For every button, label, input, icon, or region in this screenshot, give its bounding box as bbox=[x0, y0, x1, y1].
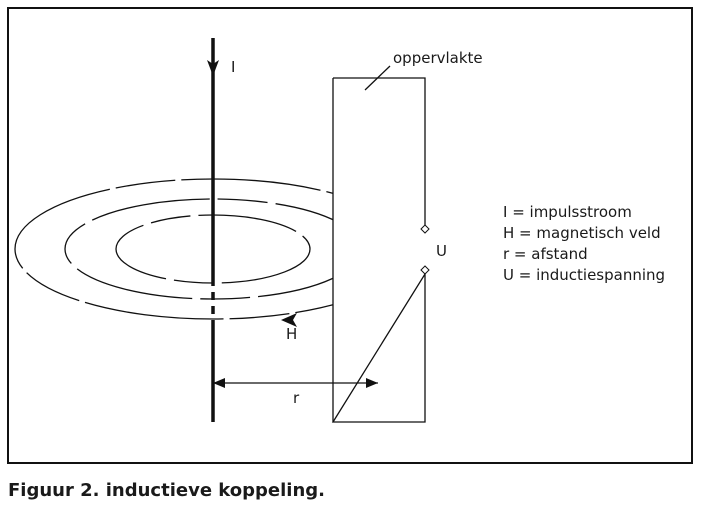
field-arrow-icon bbox=[281, 313, 297, 327]
terminals bbox=[420, 224, 430, 275]
current-arrow-icon bbox=[207, 60, 219, 76]
legend-item: I = impulsstroom bbox=[503, 203, 632, 221]
surface-pointer bbox=[364, 65, 391, 91]
legend-item: r = afstand bbox=[503, 245, 588, 263]
legend-item: U = inductiespanning bbox=[503, 266, 666, 284]
surface-loop bbox=[331, 77, 426, 423]
frame bbox=[7, 7, 693, 464]
label-surface: oppervlakte bbox=[393, 49, 483, 67]
legend: I = impulsstroom H = magnetisch veld r =… bbox=[503, 202, 665, 286]
label-current: I bbox=[231, 58, 235, 76]
label-voltage: U bbox=[436, 242, 447, 260]
figure-caption: Figuur 2. inductieve koppeling. bbox=[8, 480, 326, 501]
label-distance: r bbox=[293, 389, 300, 407]
legend-item: H = magnetisch veld bbox=[503, 224, 661, 242]
label-field: H bbox=[286, 325, 297, 343]
